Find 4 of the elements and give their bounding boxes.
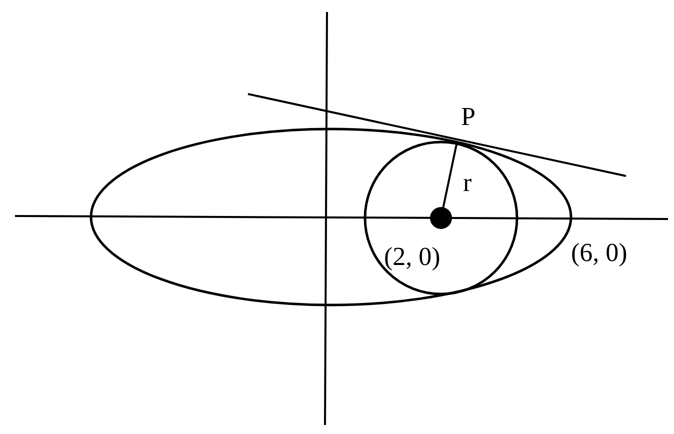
point-label: (6, 0) xyxy=(571,240,628,266)
point-label: P xyxy=(461,104,476,130)
point-label: (2, 0) xyxy=(384,244,440,270)
point-label: r xyxy=(463,170,472,196)
